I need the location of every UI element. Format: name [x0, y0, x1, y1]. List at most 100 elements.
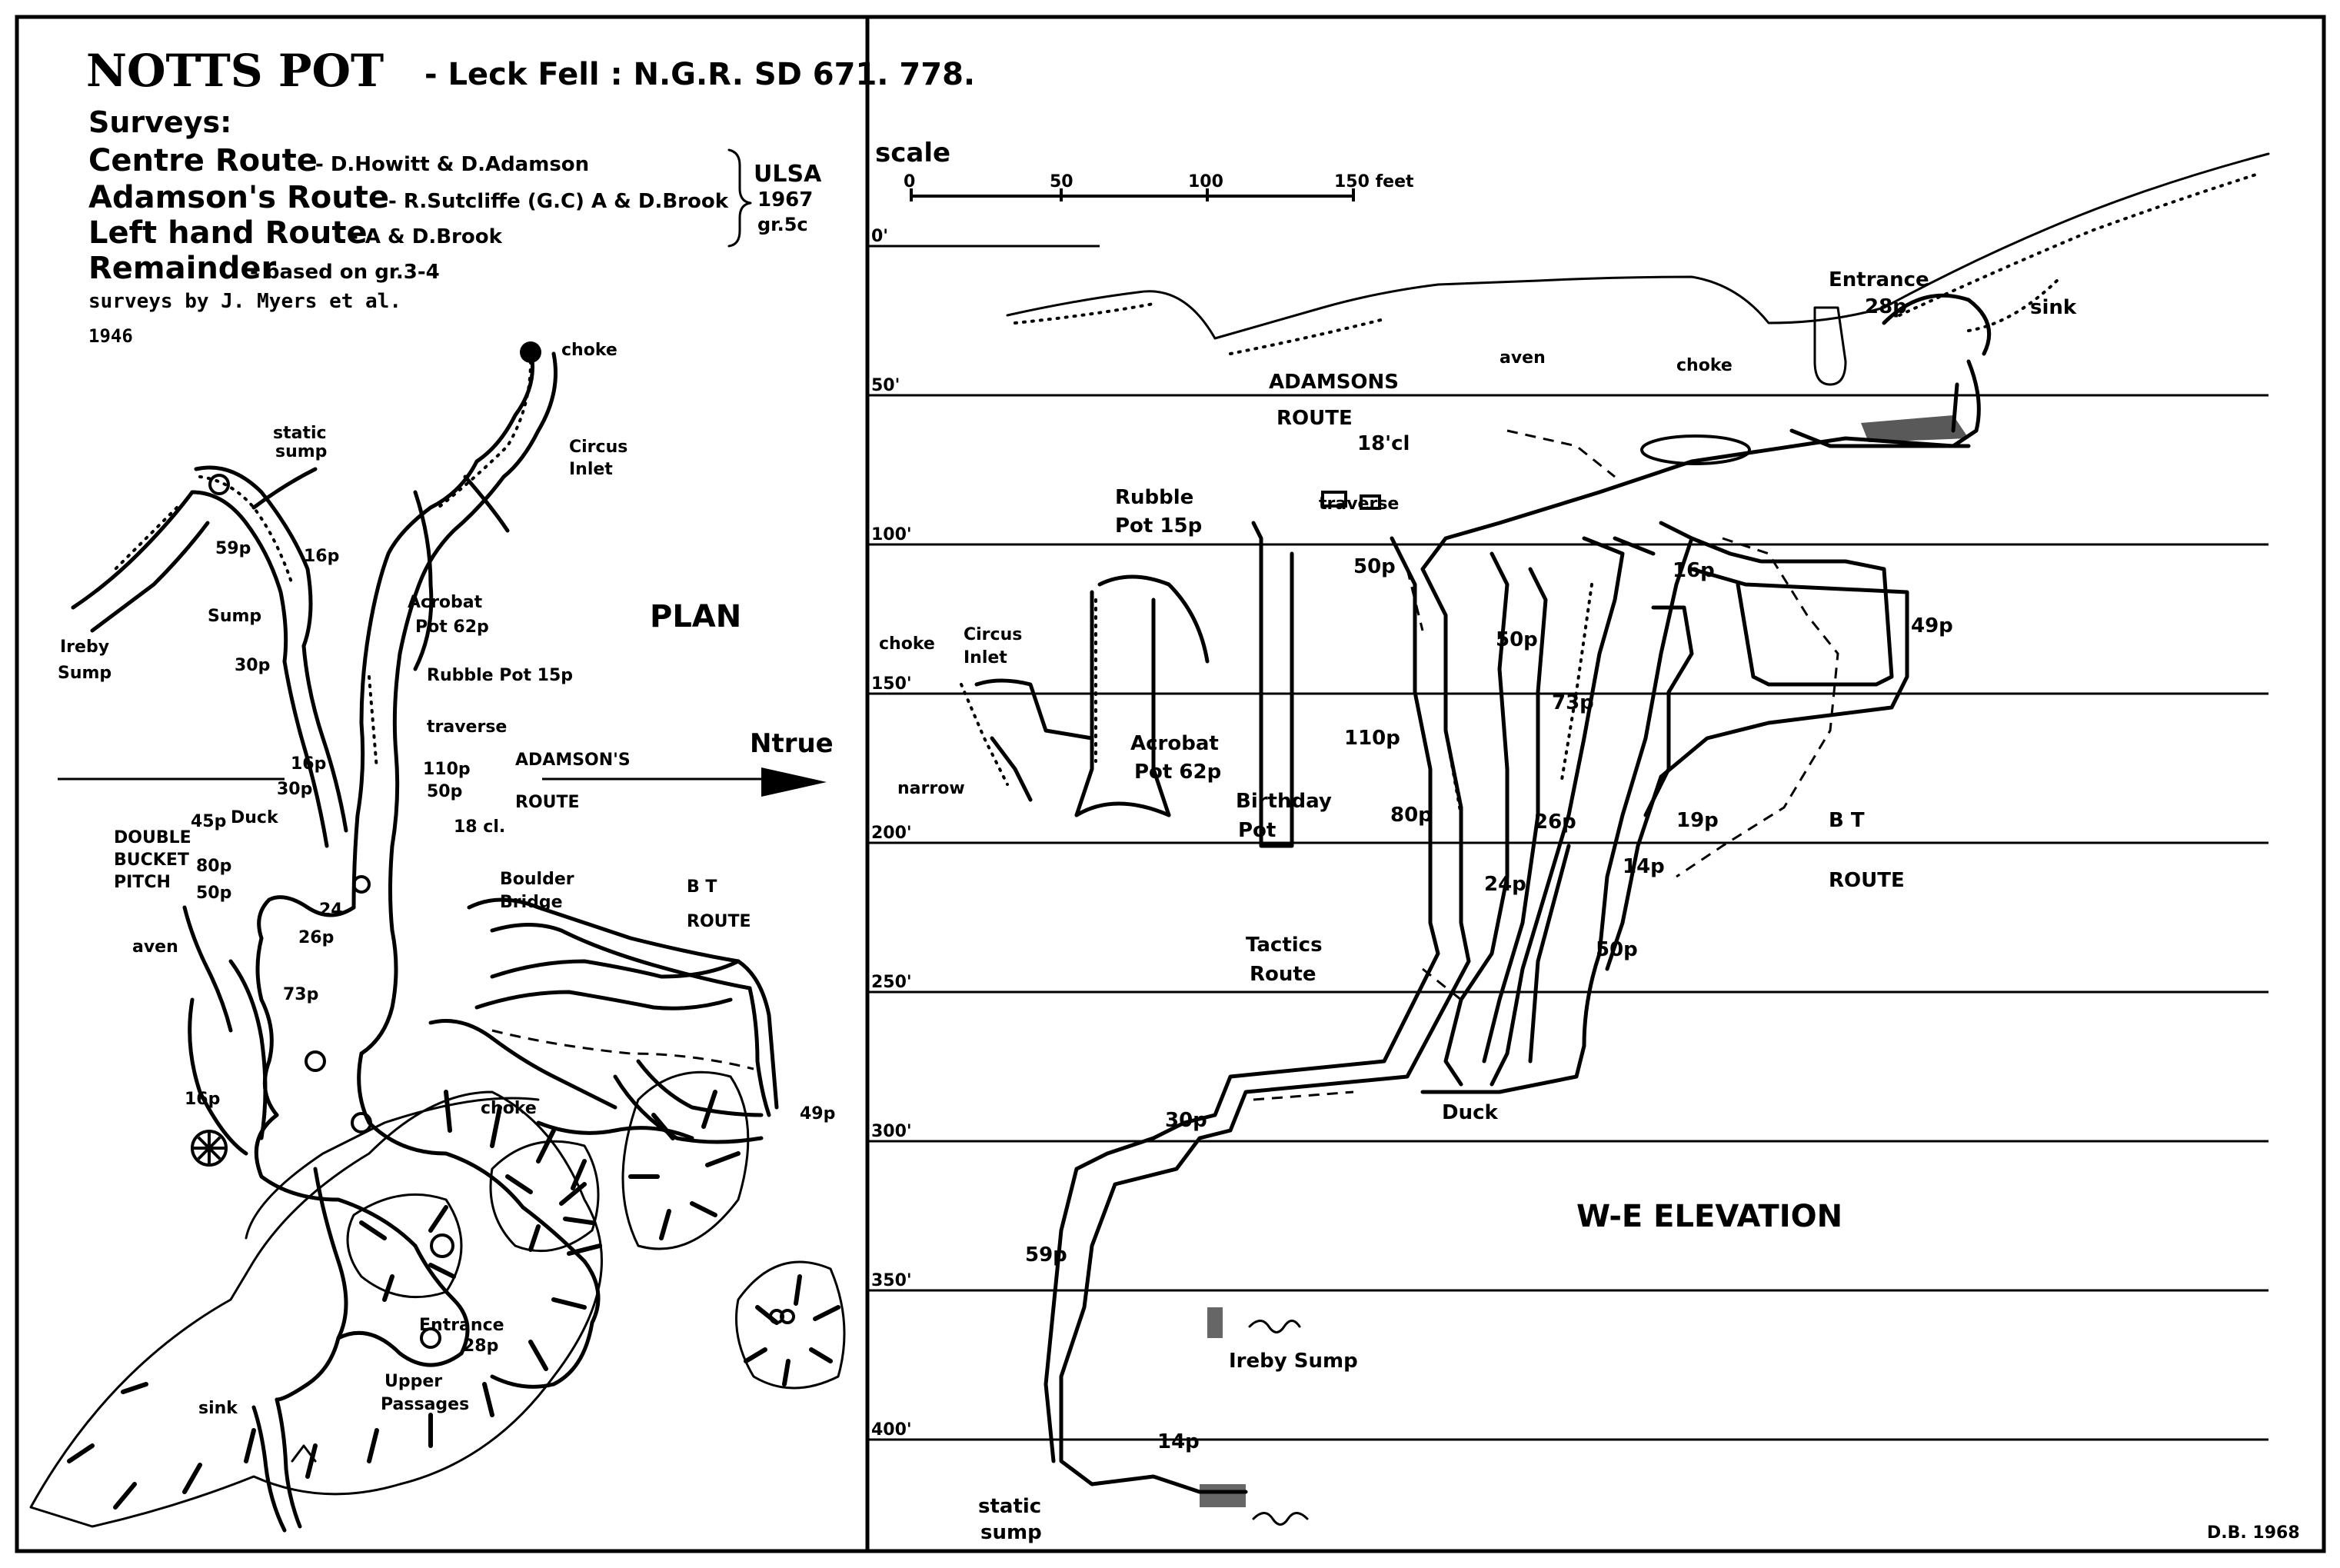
plan-label: ROUTE: [687, 912, 751, 931]
scale-tick: 100: [1188, 172, 1223, 191]
surface-outline: [29, 1090, 603, 1528]
elev-label: 50p: [1353, 555, 1396, 578]
plan-label: ADAMSON'S: [515, 751, 631, 770]
plan-label: Acrobat: [408, 593, 483, 612]
elev-label: Birthday: [1236, 790, 1332, 813]
plan-label: 45p: [191, 812, 226, 831]
cave-name: NOTTS POT: [86, 45, 384, 97]
depth-tick: 400': [871, 1420, 912, 1440]
plan-label: 16p: [291, 754, 326, 774]
brace-label: gr.5c: [757, 214, 808, 235]
plan-label: 50p: [196, 884, 231, 903]
elev-label: Route: [1250, 963, 1316, 986]
plan-bt-route: [490, 959, 741, 979]
chamber-oval: [1640, 434, 1751, 465]
plan-label: 73p: [283, 985, 318, 1004]
scale-tick: 150 feet: [1334, 172, 1414, 191]
plan-panel: PLAN Ntrue: [29, 341, 846, 1533]
plan-label: static: [273, 424, 327, 443]
slope-hachures: [67, 1090, 840, 1510]
plan-label: 80p: [196, 857, 231, 876]
plan-label: 26p: [298, 928, 334, 947]
elev-label: 16p: [1673, 559, 1715, 582]
elev-label: Circus: [964, 625, 1022, 644]
elevation-dashed-link: [1506, 429, 1616, 478]
depth-tick: 50': [871, 376, 900, 395]
survey-brace: [727, 148, 752, 248]
elev-label: sink: [2030, 296, 2077, 319]
survey-route-by: - D.Howitt & D.Adamson: [315, 153, 589, 176]
elev-label: Pot 62p: [1134, 761, 1221, 784]
plan-label: Ireby: [60, 638, 109, 657]
elev-label: Duck: [1442, 1101, 1499, 1124]
surface-profile: [1014, 171, 2262, 355]
elev-label: 19p: [1676, 809, 1719, 832]
depth-tick: 200': [871, 824, 912, 843]
entrance-shaft: [1882, 293, 1992, 356]
elevation-dashed-link: [1253, 1090, 1354, 1101]
shaft-symbol: [351, 1112, 372, 1134]
plan-label: Pot 62p: [415, 618, 489, 637]
survey-route-name: Adamson's Route: [88, 180, 389, 215]
plan-heading: PLAN: [650, 599, 741, 634]
plan-label: 49p: [800, 1104, 835, 1124]
surface-profile: [1006, 152, 2270, 340]
elev-label: 24p: [1484, 873, 1526, 896]
boulder-block: [1360, 494, 1381, 510]
elev-label: choke: [879, 634, 935, 654]
elev-label: Acrobat: [1130, 732, 1219, 755]
plan-label: Sump: [208, 607, 261, 626]
plan-label: Passages: [381, 1395, 469, 1414]
plan-label: sump: [275, 442, 327, 461]
elev-label: Entrance: [1829, 268, 1929, 291]
shaft-symbol: [352, 875, 371, 894]
plan-label: sink: [198, 1399, 238, 1418]
elev-label: narrow: [897, 779, 965, 798]
elev-label: B T: [1829, 809, 1865, 832]
plan-label: 110p: [423, 760, 471, 779]
elev-label: sump: [980, 1521, 1042, 1544]
plan-label: 50p: [427, 782, 462, 801]
plan-label: 16p: [185, 1090, 220, 1109]
outer-frame: [15, 15, 2326, 1553]
stream-arrow: [291, 1444, 317, 1463]
brace-label: 1967: [757, 188, 813, 211]
plan-bt-route: [613, 1074, 764, 1144]
elev-label: 73p: [1552, 691, 1594, 714]
elev-label: aven: [1500, 348, 1546, 368]
plan-label: Bridge: [500, 893, 563, 912]
plan-label: traverse: [427, 717, 507, 737]
elev-label: 14p: [1157, 1430, 1200, 1453]
shakehole-outline: [621, 1070, 750, 1250]
sump-fill: [1207, 1307, 1223, 1338]
elev-label: Tactics: [1246, 934, 1323, 957]
survey-route-by: - A & D.Brook: [350, 225, 503, 248]
sump-fill: [1861, 415, 1969, 442]
elev-label: 28p: [1865, 295, 1907, 318]
elev-label: 18'cl: [1357, 432, 1410, 455]
plan-label: 28p: [463, 1337, 498, 1356]
plan-passages: [71, 348, 779, 1402]
shaft-symbol: [520, 341, 541, 363]
plan-bt-route: [474, 990, 733, 1010]
scale-tick: 0: [904, 172, 915, 191]
stream-wiggle: [1252, 1512, 1309, 1526]
shakehole-outline: [735, 1260, 846, 1390]
plan-label: B T: [687, 877, 717, 897]
elev-label: traverse: [1319, 494, 1399, 514]
elev-label: ROUTE: [1277, 407, 1353, 430]
brace-label: ULSA: [754, 161, 822, 188]
elev-label: Inlet: [964, 648, 1007, 667]
depth-tick: 100': [871, 525, 912, 544]
plan-label: choke: [561, 341, 617, 360]
plan-label: Inlet: [569, 460, 613, 479]
draughtsman-signature: D.B. 1968: [2207, 1523, 2300, 1543]
plan-label: BUCKET: [114, 851, 189, 870]
elev-label: Rubble: [1115, 486, 1193, 509]
depth-grid: [867, 245, 2268, 1441]
elevation-dashed-link: [1676, 537, 1839, 878]
plan-label: Boulder: [500, 870, 574, 889]
plan-label: Sump: [58, 664, 112, 683]
plan-bt-route: [636, 1059, 764, 1117]
shaft-symbol: [430, 1233, 454, 1258]
